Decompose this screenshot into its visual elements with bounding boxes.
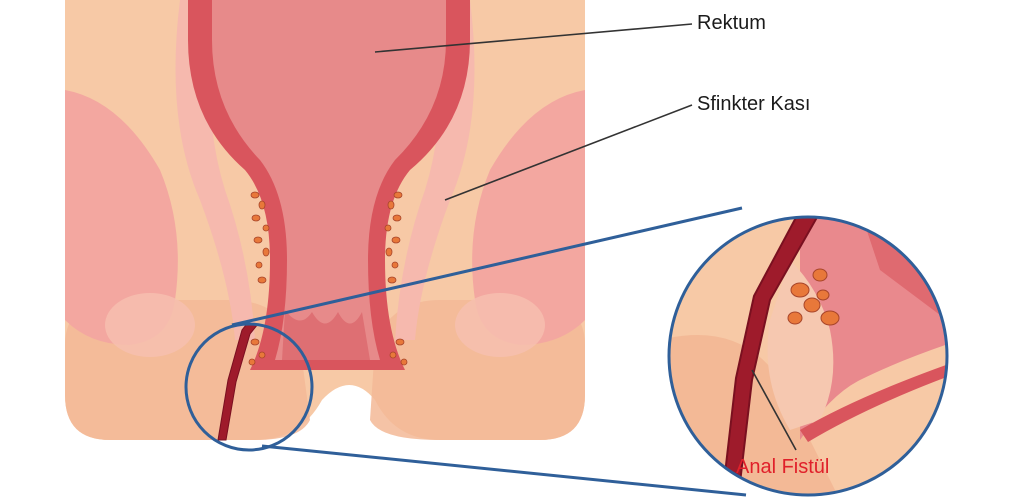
rectum xyxy=(188,0,470,370)
fistula-tract xyxy=(217,324,259,441)
anal-glands xyxy=(248,191,408,366)
magnifier-source-circle xyxy=(184,322,314,452)
magnifier-zoom-circle xyxy=(667,215,949,497)
sphincter-muscle-label: Sfinkter Kası xyxy=(697,93,811,115)
label-leader-lines xyxy=(374,23,797,451)
rectum-label: Rektum xyxy=(697,12,766,34)
zoom-connector-lines xyxy=(231,206,747,497)
anal-fistula-label: Anal Fistül xyxy=(736,456,830,478)
